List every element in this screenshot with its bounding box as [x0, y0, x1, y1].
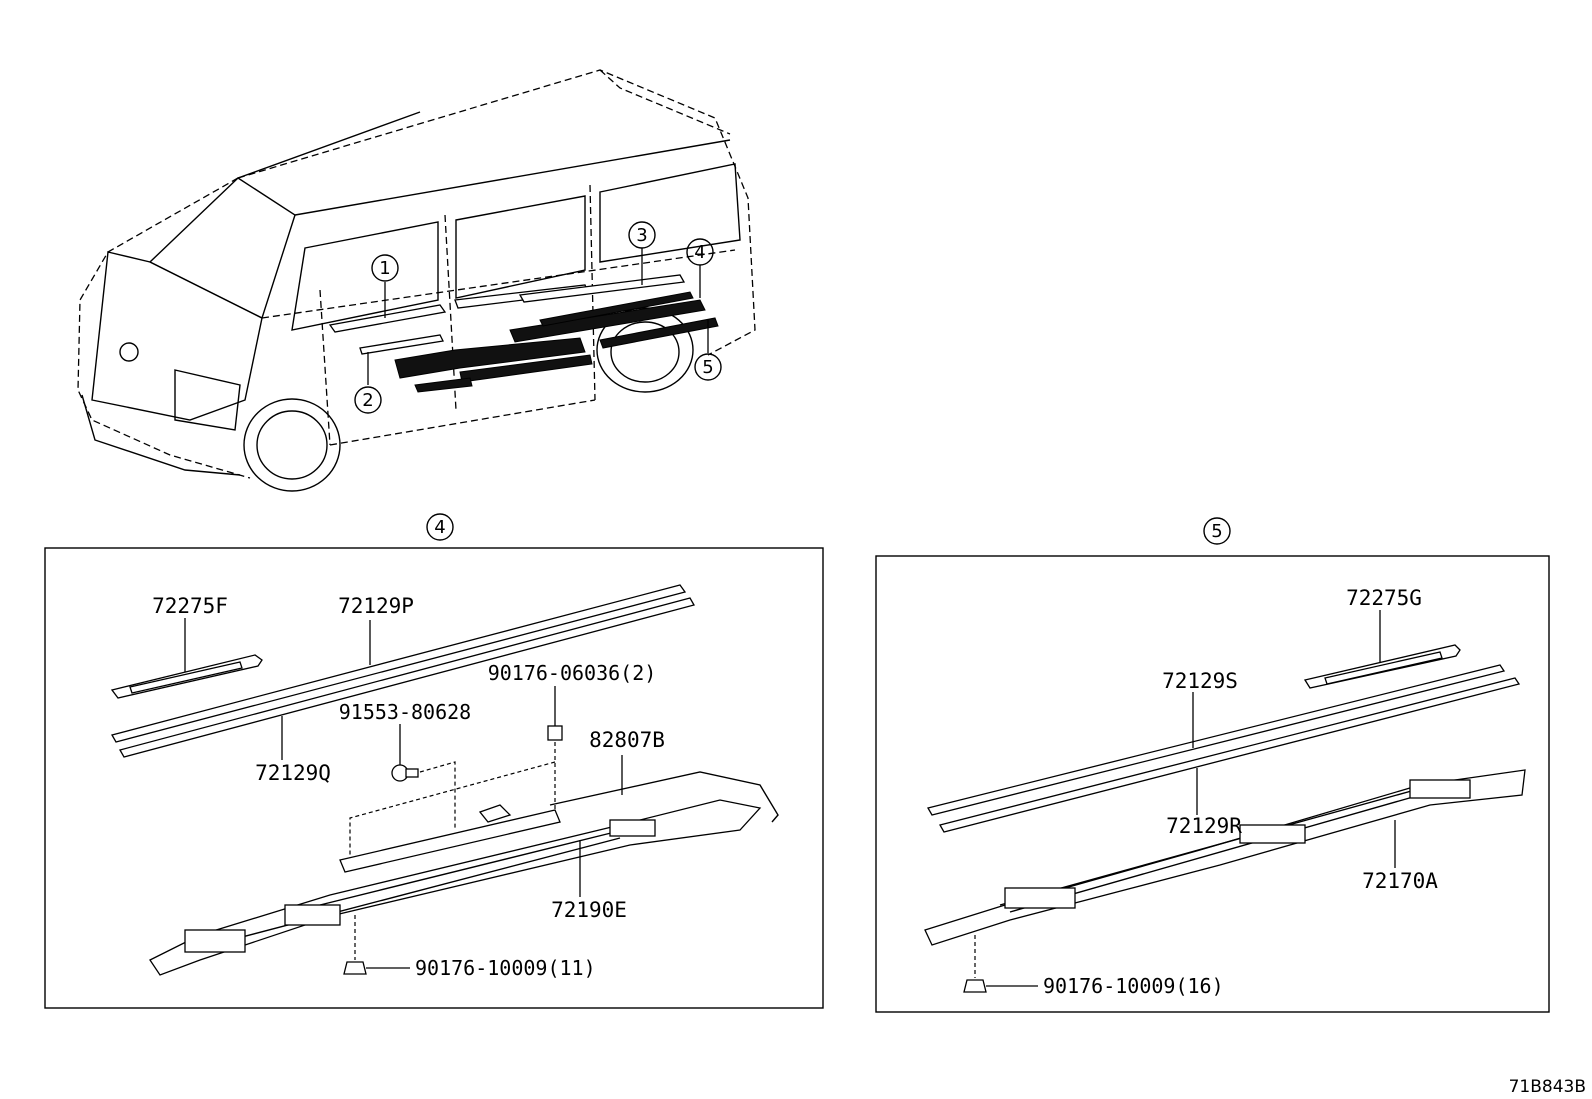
callout-5: 5	[694, 353, 722, 381]
panel-4-frame	[44, 547, 824, 1009]
label-72129S: 72129S	[1162, 669, 1238, 693]
label-72190E: 72190E	[551, 898, 627, 922]
panel-5: 5 72275G 72129S 72129R 72170A 90176-1000…	[875, 517, 1550, 1013]
panel-4-marker: 4	[426, 513, 454, 541]
label-72170A: 72170A	[1362, 869, 1438, 893]
figure-reference: 71B843B	[1509, 1077, 1586, 1097]
van-overview: 1 2 3 4 5	[77, 69, 756, 492]
callout-2-label: 2	[362, 390, 373, 411]
callout-5-label: 5	[702, 357, 713, 378]
label-72129P: 72129P	[338, 594, 414, 618]
callout-4-label: 4	[694, 242, 705, 263]
callout-3: 3	[628, 221, 656, 249]
callout-1-label: 1	[379, 258, 390, 279]
panel-4: 4	[44, 513, 824, 1009]
label-72275G: 72275G	[1346, 586, 1422, 610]
callout-2: 2	[354, 386, 382, 414]
panel-5-frame	[875, 555, 1550, 1013]
label-90176-10009-16: 90176-10009(16)	[1043, 974, 1224, 998]
panel-4-marker-label: 4	[434, 517, 445, 538]
label-91553-80628: 91553-80628	[339, 700, 471, 724]
label-90176-10009-11: 90176-10009(11)	[415, 956, 596, 980]
label-90176-06036: 90176-06036(2)	[488, 661, 657, 685]
callout-1: 1	[371, 254, 399, 282]
label-72275F: 72275F	[152, 594, 228, 618]
label-72129R: 72129R	[1166, 814, 1242, 838]
callout-3-label: 3	[636, 225, 647, 246]
label-72129Q: 72129Q	[255, 761, 331, 785]
panel-5-marker-label: 5	[1211, 521, 1222, 542]
label-82807B: 82807B	[589, 728, 665, 752]
panel-5-marker: 5	[1203, 517, 1231, 545]
callout-4: 4	[686, 238, 714, 266]
